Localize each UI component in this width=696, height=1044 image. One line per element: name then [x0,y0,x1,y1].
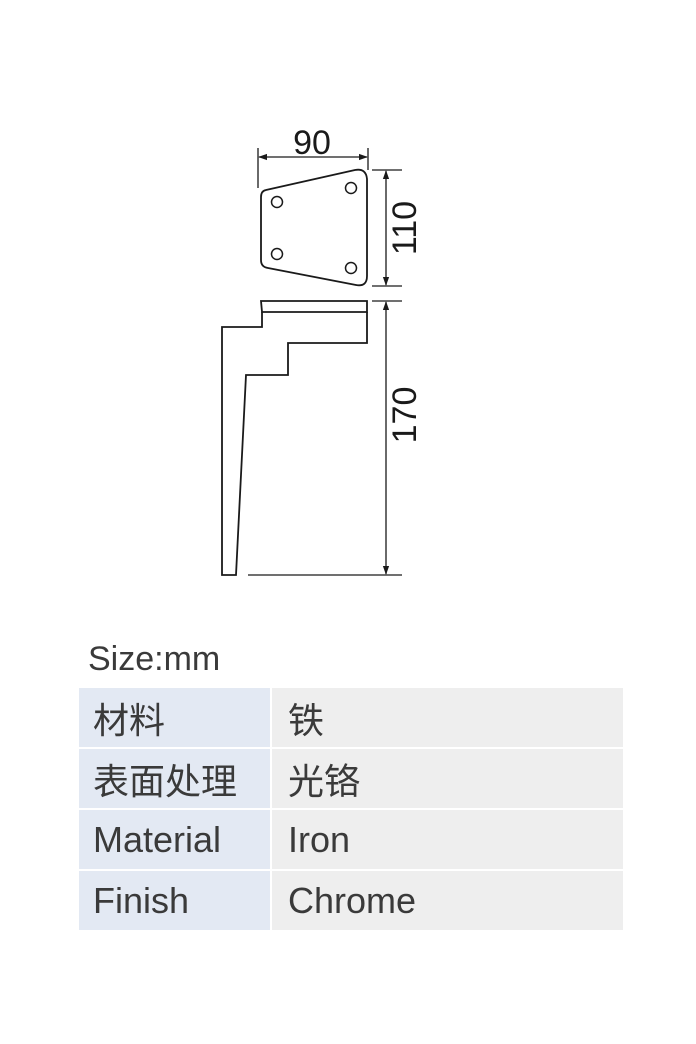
spec-value: 铁 [271,688,623,749]
spec-value: Chrome [271,870,623,932]
spec-table: 材料 铁 表面处理 光铬 Material Iron Finish Chrome [79,688,623,932]
table-row: Material Iron [79,809,623,871]
dimension-leg-height: 170 [248,300,424,576]
spec-key: Material [79,809,272,871]
table-row: 表面处理 光铬 [79,748,623,810]
screw-hole [344,261,358,275]
screw-hole [270,247,284,261]
table-row: 材料 铁 [79,688,623,749]
spec-key: Finish [79,870,272,932]
table-row: Finish Chrome [79,870,623,932]
dimension-width-label: 90 [293,124,331,162]
screw-hole [344,181,358,195]
spec-key: 表面处理 [79,748,272,810]
spec-value: Iron [271,809,623,871]
dimension-width: 90 [257,124,369,188]
screw-hole [270,195,284,209]
size-unit-label: Size:mm [88,640,221,678]
spec-value: 光铬 [271,748,623,810]
technical-drawing: 90 110 170 [221,124,424,576]
mounting-plate [260,168,368,287]
dimension-plate-height-label: 110 [386,201,424,255]
leg-profile [221,300,368,576]
dimension-plate-height: 110 [372,169,424,287]
spec-key: 材料 [79,688,272,749]
dimension-leg-height-label: 170 [386,387,424,444]
